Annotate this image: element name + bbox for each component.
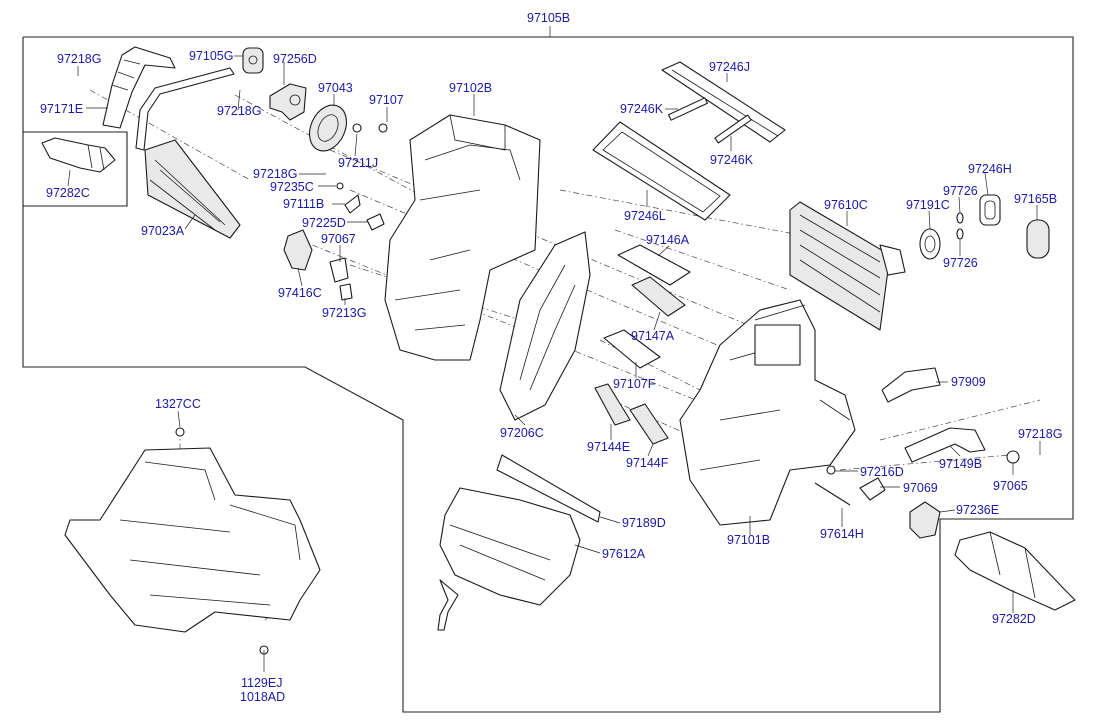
part-label-97218G[interactable]: 97218G	[57, 52, 102, 66]
part-label-1129EJ[interactable]: 1129EJ	[241, 676, 283, 690]
part-label-97218G[interactable]: 97218G	[217, 104, 262, 118]
part-label-97144F[interactable]: 97144F	[626, 456, 669, 470]
hose-97909	[881, 367, 941, 403]
part-label-97147A[interactable]: 97147A	[631, 329, 675, 343]
case-97102B	[384, 114, 541, 361]
part-label-97206C[interactable]: 97206C	[500, 426, 544, 440]
part-label-97105G[interactable]: 97105G	[189, 49, 234, 63]
part-label-97235C[interactable]: 97235C	[270, 180, 314, 194]
part-label-97146A[interactable]: 97146A	[646, 233, 690, 247]
part-label-97165B[interactable]: 97165B	[1014, 192, 1058, 206]
hose-97149B	[904, 427, 986, 463]
part-label-97213G[interactable]: 97213G	[322, 306, 367, 320]
part-label-97107[interactable]: 97107	[369, 93, 404, 107]
part-label-97246K[interactable]: 97246K	[710, 153, 754, 167]
duct-97282C	[41, 137, 116, 173]
part-label-97144E[interactable]: 97144E	[587, 440, 631, 454]
part-label-97416C[interactable]: 97416C	[278, 286, 322, 300]
small-parts-right	[814, 450, 1020, 539]
evaporator-97023A	[144, 139, 241, 239]
heater-core-97610C	[789, 201, 906, 331]
part-label-97246H[interactable]: 97246H	[968, 162, 1012, 176]
filters-97144	[594, 383, 669, 445]
part-label-97282C[interactable]: 97282C	[46, 186, 90, 200]
tray-97612A	[437, 487, 581, 631]
part-label-97105B[interactable]: 97105B	[527, 11, 571, 25]
part-label-97107F[interactable]: 97107F	[613, 377, 656, 391]
part-label-1018AD[interactable]: 1018AD	[240, 690, 286, 704]
part-label-97065[interactable]: 97065	[993, 479, 1028, 493]
bracket-97189D	[496, 454, 601, 523]
case-97101B	[679, 299, 856, 526]
part-label-97218G[interactable]: 97218G	[1018, 427, 1063, 441]
leader-lines	[67, 55, 1041, 613]
part-label-97246J[interactable]: 97246J	[709, 60, 751, 74]
part-label-97023A[interactable]: 97023A	[141, 224, 185, 238]
part-label-97726[interactable]: 97726	[943, 256, 978, 270]
part-label-97218G[interactable]: 97218G	[253, 167, 298, 181]
part-label-97101B[interactable]: 97101B	[727, 533, 771, 547]
small-parts-upper-left	[283, 123, 388, 301]
pipe-97105G	[135, 67, 235, 151]
door-97107F	[603, 329, 661, 369]
actuator-97256D	[269, 83, 307, 121]
duct-97171E	[102, 46, 176, 129]
seal-97246L	[592, 121, 731, 221]
frame-lines	[22, 26, 1074, 713]
part-label-97189D[interactable]: 97189D	[622, 516, 666, 530]
seals-97246K	[668, 97, 752, 144]
part-label-97067[interactable]: 97067	[321, 232, 356, 246]
part-label-97246K[interactable]: 97246K	[620, 102, 664, 116]
part-label-97069[interactable]: 97069	[903, 481, 938, 495]
seal-97246J	[661, 61, 786, 143]
part-label-97282D[interactable]: 97282D	[992, 612, 1036, 626]
part-label-97236E[interactable]: 97236E	[956, 503, 1000, 517]
part-label-97111B[interactable]: 97111B	[283, 197, 325, 211]
part-label-97612A[interactable]: 97612A	[602, 547, 646, 561]
part-label-1327CC[interactable]: 1327CC	[155, 397, 201, 411]
part-label-97909[interactable]: 97909	[951, 375, 986, 389]
part-label-97191C[interactable]: 97191C	[906, 198, 950, 212]
part-label-97171E[interactable]: 97171E	[40, 102, 84, 116]
duct-97282D	[954, 531, 1076, 611]
part-label-97149B[interactable]: 97149B	[939, 457, 983, 471]
part-label-97256D[interactable]: 97256D	[273, 52, 317, 66]
part-label-97216D[interactable]: 97216D	[860, 465, 904, 479]
part-label-97726[interactable]: 97726	[943, 184, 978, 198]
part-label-97102B[interactable]: 97102B	[449, 81, 493, 95]
part-label-97225D[interactable]: 97225D	[302, 216, 346, 230]
part-label-97043[interactable]: 97043	[318, 81, 353, 95]
motor-97043	[309, 104, 347, 152]
doors-97146A-97147A	[617, 244, 691, 317]
panel-97206C	[499, 231, 591, 421]
part-label-97614H[interactable]: 97614H	[820, 527, 864, 541]
part-label-97211J[interactable]: 97211J	[338, 156, 379, 170]
bushing-97105G	[242, 47, 264, 74]
part-label-97246L[interactable]: 97246L	[624, 209, 666, 223]
seals-right	[919, 194, 1050, 260]
assembled-hvac-unit	[64, 427, 321, 672]
part-label-97610C[interactable]: 97610C	[824, 198, 868, 212]
